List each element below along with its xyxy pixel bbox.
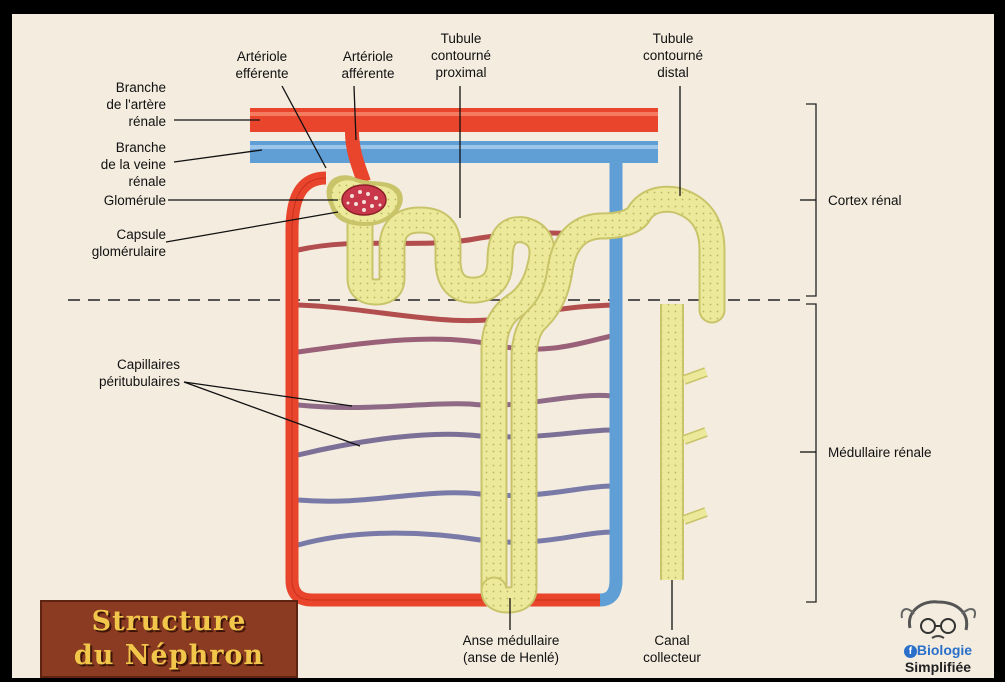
renal-artery xyxy=(250,108,658,132)
label-branche-veine: Branche de la veine rénale xyxy=(66,139,166,190)
label-cortex: Cortex rénal xyxy=(828,192,902,209)
label-tubule-distal: Tubule contourné distal xyxy=(632,30,714,81)
label-arteriole-afferente: Artériole afférente xyxy=(328,48,408,82)
facebook-icon: f xyxy=(904,645,917,658)
label-canal: Canal collecteur xyxy=(630,632,714,666)
brand-line-2: Simplifiée xyxy=(880,659,996,675)
label-anse: Anse médullaire (anse de Henlé) xyxy=(438,632,584,666)
label-capillaires: Capillaires péritubulaires xyxy=(64,356,180,390)
label-arteriole-efferente: Artériole efférente xyxy=(222,48,302,82)
label-medullaire: Médullaire rénale xyxy=(828,444,932,461)
label-branche-artere: Branche de l'artère rénale xyxy=(66,79,166,130)
label-capsule: Capsule glomérulaire xyxy=(56,226,166,260)
label-glomerule: Glomérule xyxy=(66,192,166,209)
professor-icon xyxy=(880,598,996,642)
renal-vein xyxy=(250,141,658,163)
label-tubule-proximal: Tubule contourné proximal xyxy=(420,30,502,81)
title-box: Structure du Néphron xyxy=(40,600,298,678)
title-line-1: Structure xyxy=(42,606,296,637)
title-line-2: du Néphron xyxy=(42,640,296,671)
